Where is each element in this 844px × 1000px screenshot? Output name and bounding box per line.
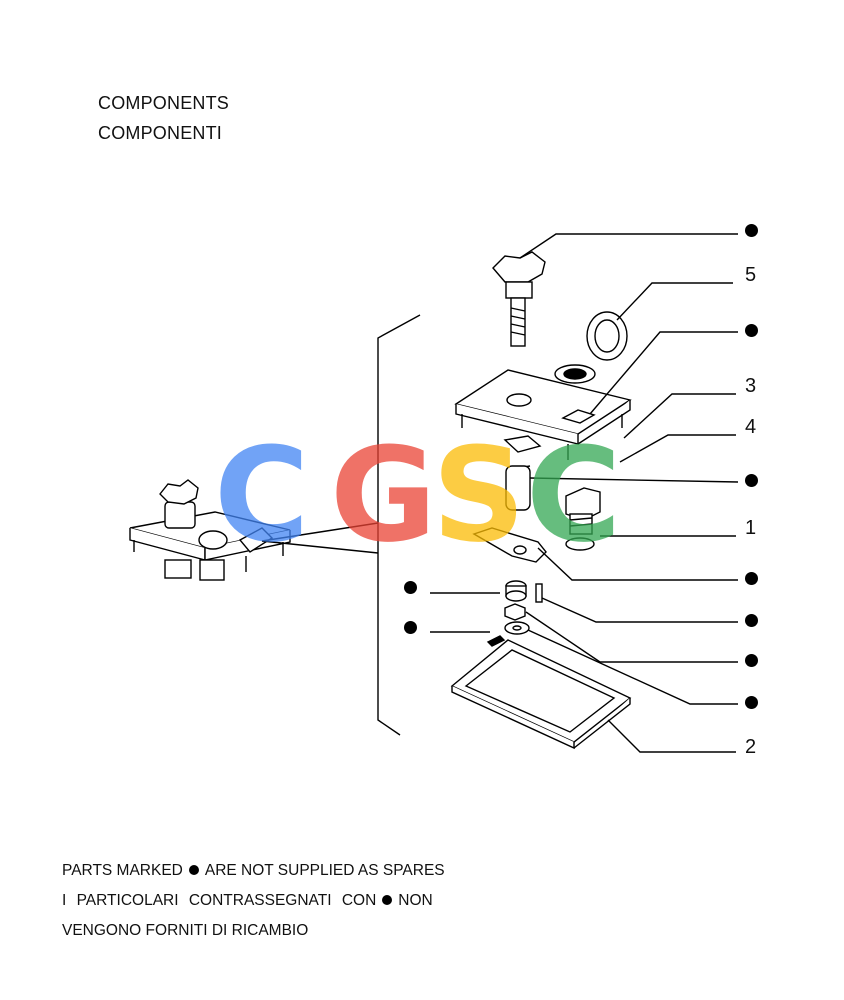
assembly-view [129,479,291,581]
footer-note-en-start: PARTS MARKED [62,862,183,879]
not-supplied-dot-marker [745,654,758,667]
watermark-letter-g: G [330,419,437,571]
footer-note-it-line2: VENGONO FORNITI DI RICAMBIO [62,922,309,939]
footer-note-it-end: NON [398,892,433,909]
footer-note-en-end: ARE NOT SUPPLIED AS SPARES [204,862,445,879]
cap-part-5 [554,311,628,384]
not-supplied-dot-marker [745,474,758,487]
cgsc-watermark: C G S C [214,419,621,571]
not-supplied-dot-marker [404,621,417,634]
not-supplied-dot-marker [745,696,758,709]
not-supplied-dot-marker [745,324,758,337]
footer-note-en: PARTS MARKED ARE NOT SUPPLIED AS SPARES [62,862,445,880]
gasket-part-2 [450,639,632,750]
callout-part-2: 2 [745,736,757,758]
not-supplied-dot-marker [745,572,758,585]
page-title-en: COMPONENTS [98,93,230,113]
callout-part-5: 5 [745,264,757,286]
small-screw [486,635,506,647]
bushing [505,580,527,602]
pin [535,583,543,603]
not-supplied-dot-marker [404,581,417,594]
callout-part-1: 1 [745,517,757,539]
cover-plate [454,369,632,460]
watermark-letter-c1: C [214,419,309,571]
dot-symbol-icon [382,895,393,905]
spring [505,465,531,511]
dot-symbol-icon [188,865,199,875]
not-supplied-dot-marker [745,224,758,237]
watermark-letter-s: S [432,419,526,571]
lever [472,527,547,563]
callout-part-4: 4 [745,416,757,438]
footer-note-it-line1: I PARTICOLARI CONTRASSEGNATI CON NON [62,892,433,910]
knob-screw [492,251,546,347]
callout-part-3: 3 [745,375,757,397]
threaded-nut-part-1 [565,487,601,551]
watermark-letter-c2: C [526,419,621,571]
footer-note-it-start: I PARTICOLARI CONTRASSEGNATI CON [62,892,377,909]
page-title-it: COMPONENTI [98,123,223,143]
not-supplied-dot-marker [745,614,758,627]
small-nut [504,603,526,621]
